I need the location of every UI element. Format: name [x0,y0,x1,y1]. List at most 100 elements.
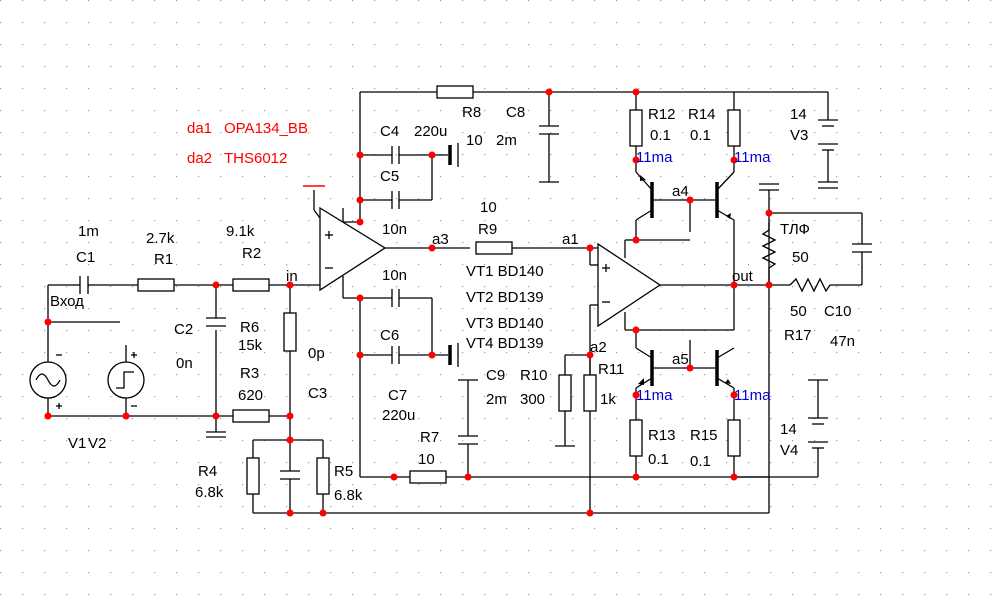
c7-value: 220u [382,407,415,424]
label-node-a3: a3 [432,231,449,248]
current-top-left: 11ma [636,149,673,166]
label-vt4: VT4 BD139 [466,335,544,352]
r3-value: 620 [238,387,263,404]
r12-value: 0.1 [650,127,671,144]
resistor-r7 [409,470,447,484]
resistor-tlf [761,222,777,285]
r9-value: 10 [480,199,497,216]
v1-name: V1 [68,435,86,452]
c3-value: 0p [308,345,325,362]
capacitor-c4 [391,143,459,167]
c2-name: C2 [174,321,193,338]
r10-value: 300 [520,391,545,408]
tlf-value: 50 [792,249,809,266]
resistor-r17 [789,277,831,293]
capacitor-c10 [852,243,872,253]
junction-dots [44,88,773,517]
capacitor-c5 [391,191,400,209]
r9-name: R9 [478,221,497,238]
r14-name: R14 [688,106,716,123]
resistor-r11 [583,374,597,412]
opamp-da2 [597,240,662,330]
capacitor-c7 [391,343,459,367]
c10-name: C10 [824,303,852,320]
c6-name: C6 [380,327,399,344]
c5-value: 10n [382,221,407,238]
c10-value: 47n [830,333,855,350]
label-tlf: ТЛФ [780,221,810,238]
c5-name: C5 [380,168,399,185]
c7-name: C7 [388,387,407,404]
r4-name: R4 [198,463,217,480]
capacitors [70,125,872,480]
capacitor-c1 [70,276,98,294]
label-node-a2: a2 [590,339,607,356]
label-da2-part: THS6012 [224,150,287,167]
r17-name: R17 [784,327,812,344]
r13-name: R13 [648,427,676,444]
label-vt2: VT2 BD139 [466,289,544,306]
resistor-r5 [316,457,330,495]
r6-name: R6 [240,319,259,336]
c4-value: 220u [414,123,447,140]
r15-name: R15 [690,427,718,444]
resistors [137,85,831,495]
r7-value: 10 [418,451,435,468]
v2-name: V2 [88,435,106,452]
label-da1-part: OPA134_BB [224,120,308,137]
text-labels: da1 OPA134_BB da2 THS6012 Вход in out a1… [50,104,855,504]
transistor-vt1 [635,171,654,221]
resistor-r13 [629,419,643,457]
transistors [635,171,735,389]
resistor-r15 [727,419,741,457]
label-node-a5: a5 [672,351,689,368]
label-da2: da2 [187,150,212,167]
transistor-vt4 [715,347,735,389]
resistor-r12 [629,109,643,147]
r8-name: R8 [462,104,481,121]
capacitor-c6 [391,289,400,307]
ground-symbols [206,183,779,447]
transistor-vt2 [715,171,735,221]
resistor-r4 [246,457,260,495]
r8-value: 10 [466,132,483,149]
label-node-a4: a4 [672,183,689,200]
source-v4 [808,379,828,449]
c6-value: 10n [382,267,407,284]
r1-name: R1 [154,251,173,268]
c1-name: C1 [76,249,95,266]
r12-name: R12 [648,106,676,123]
resistor-r6 [283,312,297,352]
source-v3 [818,119,838,189]
r14-value: 0.1 [690,127,711,144]
r11-name: R11 [598,361,624,378]
r7-name: R7 [420,429,439,446]
capacitor-c3 [280,470,300,480]
resistor-r9 [475,241,513,255]
label-da1: da1 [187,120,212,137]
source-v1 [29,354,67,409]
c8-name: C8 [506,104,525,121]
resistor-r2 [232,278,270,292]
label-vt1: VT1 BD140 [466,263,544,280]
resistor-r10 [558,374,572,412]
resistor-r14 [727,109,741,147]
r13-value: 0.1 [648,451,669,468]
r17-value: 50 [790,303,807,320]
c1-value: 1m [78,223,99,240]
c4-name: C4 [380,123,399,140]
label-input: Вход [50,293,84,310]
label-node-out: out [732,268,754,285]
c9-value: 2m [486,391,507,408]
r2-value: 9.1k [226,223,255,240]
opamp-da1 [319,206,387,298]
r11-value: 1k [600,391,616,408]
sources [29,119,838,449]
r2-name: R2 [242,245,261,262]
r1-value: 2.7k [146,230,175,247]
r3-name: R3 [240,365,259,382]
resistor-r8 [436,85,474,99]
r15-value: 0.1 [690,453,711,470]
